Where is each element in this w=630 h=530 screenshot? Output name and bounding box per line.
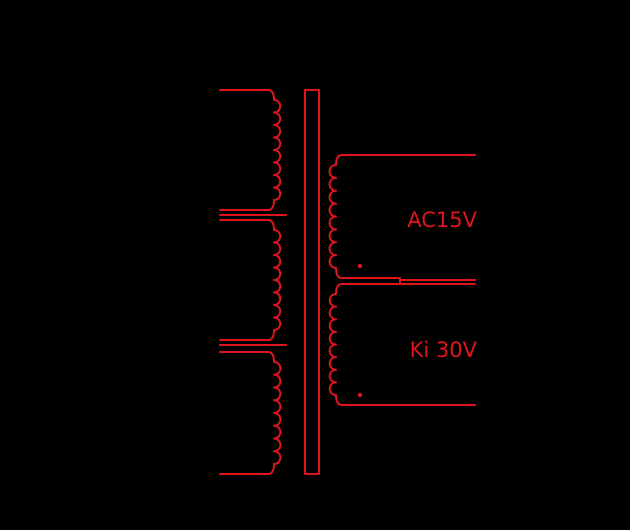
primary-winding-1 (219, 89, 282, 211)
secondary-side (328, 154, 476, 406)
center-tap-lead (341, 277, 401, 285)
transformer-core (304, 89, 320, 475)
secondary-winding-upper (328, 154, 476, 279)
secondary-label-lower: Ki 30V (410, 338, 478, 362)
secondary-label-upper: AC15V (407, 208, 477, 232)
secondary-winding-lower (328, 283, 476, 406)
primary-winding-3 (219, 351, 282, 475)
primary-winding-2 (219, 219, 282, 341)
polarity-dot-2 (357, 392, 363, 398)
primary-side (219, 89, 287, 475)
polarity-dot-1 (357, 263, 363, 269)
